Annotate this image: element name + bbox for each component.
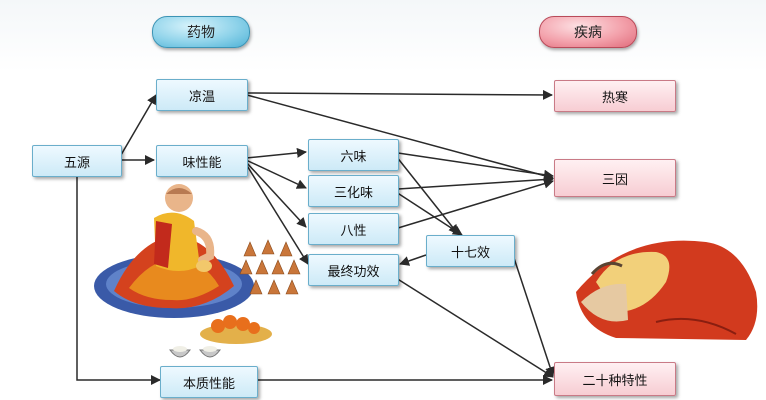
arrow-sanhuawei-sanyin (397, 174, 554, 190)
medicine-header: 药物 (152, 16, 250, 48)
node-sanyin: 三因 (554, 159, 676, 197)
node-liuwei: 六味 (308, 139, 399, 171)
arrow-wxn-zuizhong (245, 163, 309, 265)
medicine-header-label: 药物 (187, 25, 215, 41)
arrow-liangwen-sanyin (246, 94, 554, 181)
medicine-piles-illustration (239, 239, 301, 295)
arrow-wuyuan-liangwen (120, 94, 157, 156)
arrow-wxn-liuwei (245, 147, 307, 159)
arrow-shiqixiao-ershi (512, 254, 555, 377)
arrow-wuyuan-benzhi (76, 176, 161, 385)
arrow-zuizhong-ershi (395, 277, 554, 378)
monk-illustration (94, 184, 254, 318)
arrow-liuwei-sanyin (397, 152, 554, 180)
node-shiqixiao: 十七效 (426, 235, 515, 267)
arrow-liuwei-shiqixiao (395, 155, 459, 235)
node-wuyuan: 五源 (32, 145, 122, 177)
node-benzhixingneng: 本质性能 (160, 366, 258, 398)
sick-person-illustration (576, 240, 758, 340)
node-zuizhonggongxiao: 最终功效 (308, 254, 399, 286)
medicine-tray-illustration (200, 315, 272, 344)
node-baxing: 八性 (308, 213, 399, 245)
disease-header: 疾病 (539, 16, 637, 48)
arrow-wxn-sanhuawei (245, 159, 307, 189)
arrow-sanhuawei-shiqixiao (395, 191, 463, 236)
arrow-baxing-sanyin (397, 178, 554, 229)
arrow-liangwen-rehan (246, 89, 553, 100)
disease-header-label: 疾病 (574, 25, 602, 41)
arrow-shiqixiao-zuizhong (399, 254, 427, 266)
node-sanhuawei: 三化味 (308, 175, 399, 207)
node-liangwen: 凉温 (156, 79, 248, 111)
node-weixingneng: 味性能 (156, 145, 248, 177)
node-rehan: 热寒 (554, 80, 676, 112)
bowls-illustration (169, 346, 221, 358)
arrow-wxn-baxing (245, 161, 307, 228)
node-ershizhongtexing: 二十种特性 (554, 362, 676, 396)
